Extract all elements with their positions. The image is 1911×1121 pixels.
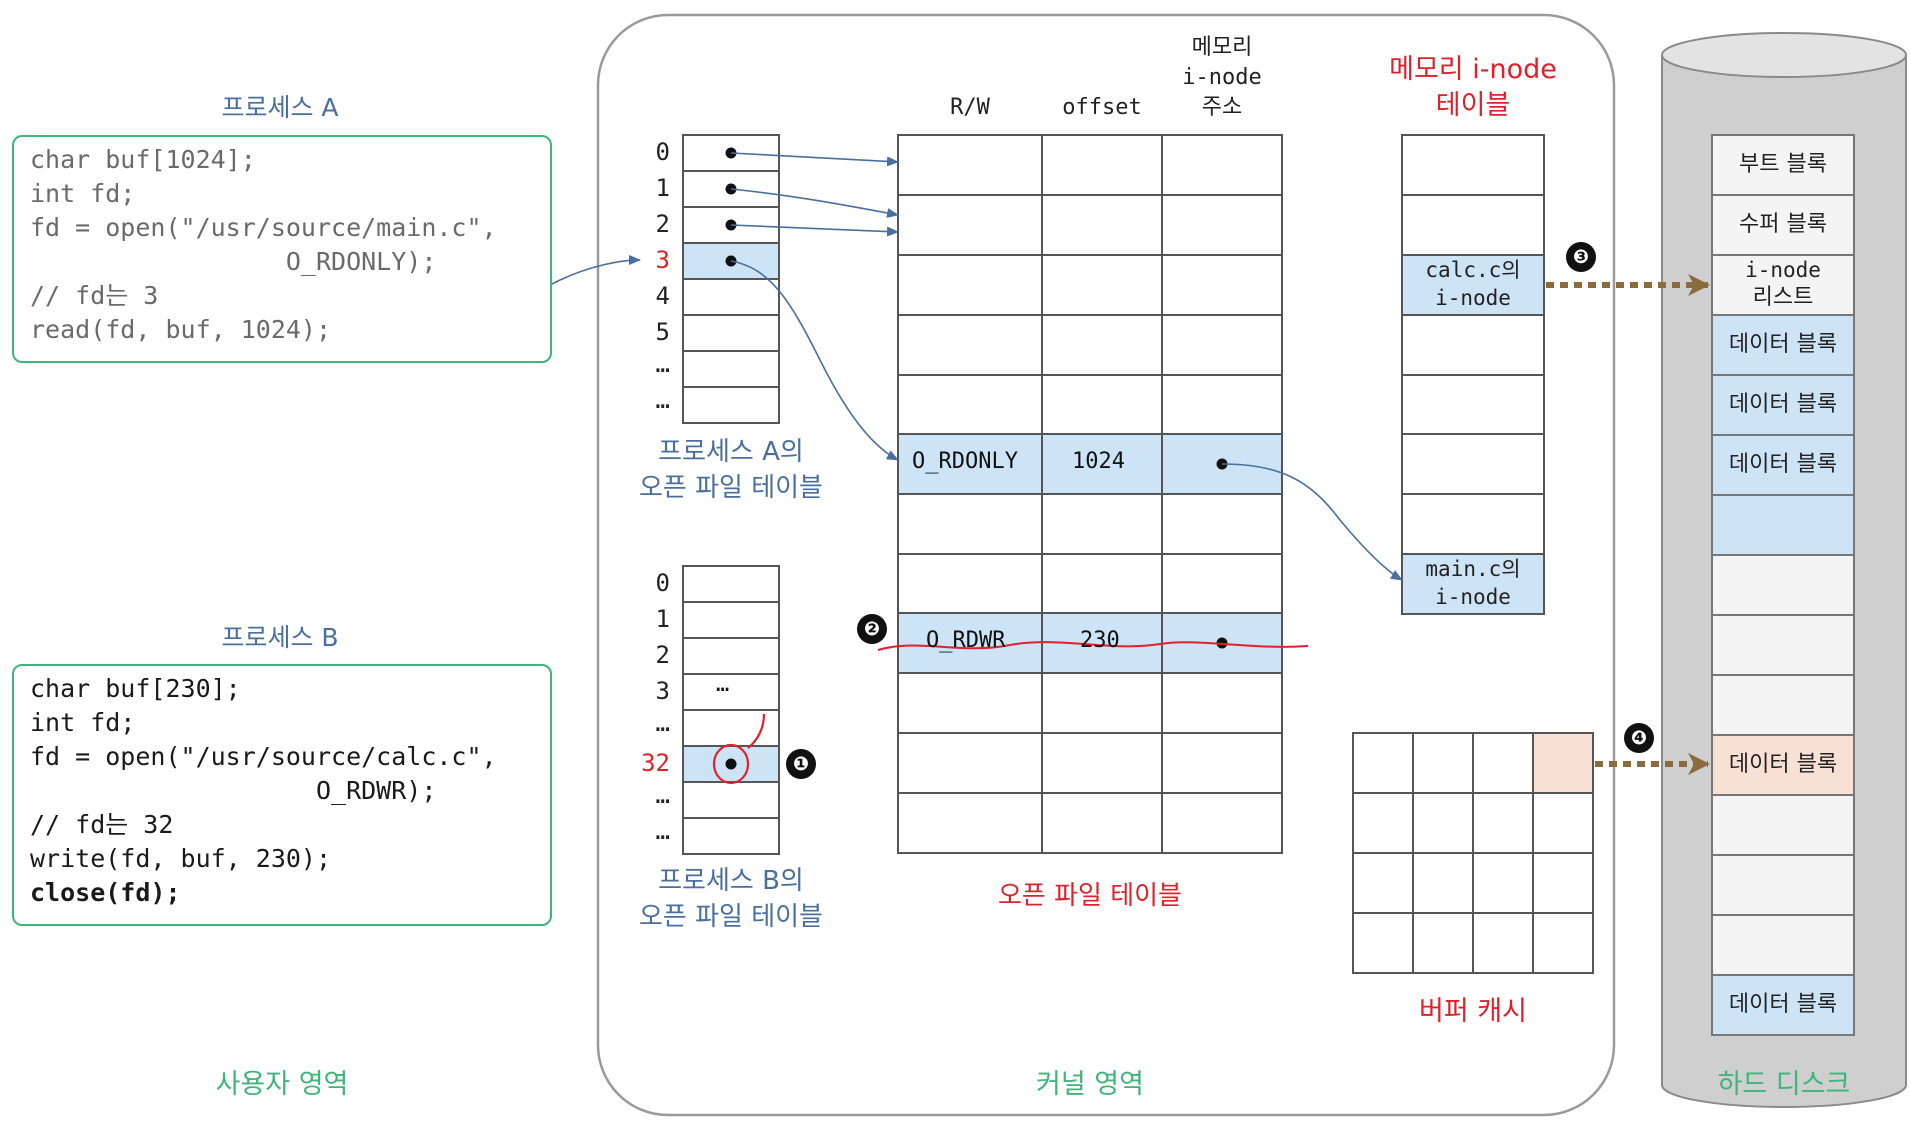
entry-b-rw: O_RDWR <box>926 628 1006 653</box>
header-inode-addr-line1: 메모리 <box>1191 35 1253 60</box>
open-file-table-title: 오픈 파일 테이블 <box>998 881 1182 911</box>
process-b-code-line: write(fd, buf, 230); <box>30 844 332 873</box>
header-inode-addr: 메모리 i-node 주소 <box>1162 33 1282 123</box>
fd-table-a-label-line1: 프로세스 A의 <box>658 437 804 467</box>
red-tick-annotation <box>747 713 766 749</box>
calc-inode-label: calc.c의 i-node <box>1402 256 1544 312</box>
data-block-label: 데이터 블록 <box>1728 452 1838 477</box>
fd-table-b <box>682 565 780 855</box>
entry-a-rw: O_RDONLY <box>912 449 1018 474</box>
fd-a-index: 1 <box>655 174 670 202</box>
buffer-cache-title: 버퍼 캐시 <box>1419 996 1527 1027</box>
user-region-label: 사용자 영역 <box>215 1069 349 1100</box>
fd-b-index: 0 <box>655 569 670 597</box>
fd-a-index: 4 <box>655 282 670 310</box>
process-b-code-line: // fd는 32 <box>30 810 174 839</box>
inode-table-title-line1: 메모리 i-node <box>1389 54 1557 85</box>
data-block-label: 데이터 블록 <box>1728 392 1838 417</box>
red-circle-annotation <box>712 743 750 785</box>
process-b-code-line: fd = open("/usr/source/calc.c", <box>30 742 497 771</box>
kernel-region-box <box>596 13 1616 1117</box>
inode-list-label: i-node 리스트 <box>1712 256 1854 312</box>
fd-a-index-highlight: 3 <box>655 246 670 274</box>
header-inode-addr-line3: 주소 <box>1201 95 1243 120</box>
fd-table-a-label-line2: 오픈 파일 테이블 <box>639 473 823 503</box>
process-b-code-line: char buf[230]; <box>30 674 241 703</box>
fd-b-index: … <box>655 781 670 809</box>
fd-table-a-label: 프로세스 A의 오픈 파일 테이블 <box>611 434 851 506</box>
fd-b-row3-content: … <box>716 672 730 697</box>
step-badge-3: ❸ <box>1566 242 1596 272</box>
fd-a-index: 0 <box>655 138 670 166</box>
dotted-arrows <box>1546 274 1710 775</box>
fd-b-index-highlight: 32 <box>641 749 670 777</box>
fd-b-index: … <box>655 709 670 737</box>
inode-table-title: 메모리 i-node 테이블 <box>1353 52 1593 124</box>
fd-table-a <box>682 134 780 424</box>
buffer-cache-grid <box>1352 732 1594 974</box>
fd-b-index: 2 <box>655 641 670 669</box>
open-file-table-grid <box>897 134 1283 854</box>
process-a-code-line: read(fd, buf, 1024); <box>30 315 332 344</box>
inode-list-line1: i-node <box>1745 258 1821 282</box>
header-rw: R/W <box>950 95 990 120</box>
main-inode-label: main.c의 i-node <box>1402 555 1544 611</box>
process-b-title: 프로세스 B <box>221 623 339 652</box>
inode-list-line2: 리스트 <box>1752 285 1814 310</box>
main-inode-line1: main.c의 <box>1425 557 1521 581</box>
fd-table-b-label: 프로세스 B의 오픈 파일 테이블 <box>611 863 851 935</box>
fd-a-index: … <box>655 386 670 414</box>
process-a-title: 프로세스 A <box>221 93 339 122</box>
calc-inode-line1: calc.c의 <box>1425 258 1521 282</box>
main-inode-line2: i-node <box>1435 585 1511 609</box>
data-block-label: 데이터 블록 <box>1728 332 1838 357</box>
data-block-label: 데이터 블록 <box>1728 992 1838 1017</box>
disk-block-stack <box>1711 134 1855 1036</box>
fd-b-index: … <box>655 817 670 845</box>
process-a-code-line: O_RDONLY); <box>30 247 437 276</box>
process-a-code-line: // fd는 3 <box>30 281 159 310</box>
process-b-code-line: close(fd); <box>30 878 181 907</box>
process-a-code-line: char buf[1024]; <box>30 145 256 174</box>
disk-region-label: 하드 디스크 <box>1717 1069 1851 1100</box>
process-b-code-line: O_RDWR); <box>30 776 437 805</box>
data-block-label-cached: 데이터 블록 <box>1728 752 1838 777</box>
process-b-code-line: int fd; <box>30 708 136 737</box>
fd-table-b-label-line2: 오픈 파일 테이블 <box>639 902 823 932</box>
fd-b-index: 3 <box>655 677 670 705</box>
entry-a-offset: 1024 <box>1072 449 1125 474</box>
process-a-code-box <box>12 135 552 363</box>
process-a-code-line: fd = open("/usr/source/main.c", <box>30 213 497 242</box>
calc-inode-line2: i-node <box>1435 286 1511 310</box>
process-b-code-box <box>12 664 552 926</box>
fd-a-index: 5 <box>655 318 670 346</box>
step-badge-2: ❷ <box>857 614 887 644</box>
entry-b-offset: 230 <box>1080 628 1120 653</box>
step-badge-4: ❹ <box>1624 723 1654 753</box>
boot-block-label: 부트 블록 <box>1739 152 1827 177</box>
red-strike-line <box>877 641 1309 651</box>
fd-a-index: … <box>655 350 670 378</box>
kernel-region-label: 커널 영역 <box>1036 1069 1144 1100</box>
fd-b-index: 1 <box>655 605 670 633</box>
fd-table-b-dot-32 <box>725 758 737 770</box>
step-badge-1: ❶ <box>786 749 816 779</box>
inode-table-title-line2: 테이블 <box>1435 90 1511 121</box>
header-inode-addr-line2: i-node <box>1182 65 1262 90</box>
fd-table-b-label-line1: 프로세스 B의 <box>658 866 804 896</box>
fd-a-index: 2 <box>655 210 670 238</box>
process-a-code-line: int fd; <box>30 179 136 208</box>
inode-table <box>1401 134 1545 615</box>
super-block-label: 수퍼 블록 <box>1739 212 1827 237</box>
header-offset: offset <box>1062 95 1142 120</box>
